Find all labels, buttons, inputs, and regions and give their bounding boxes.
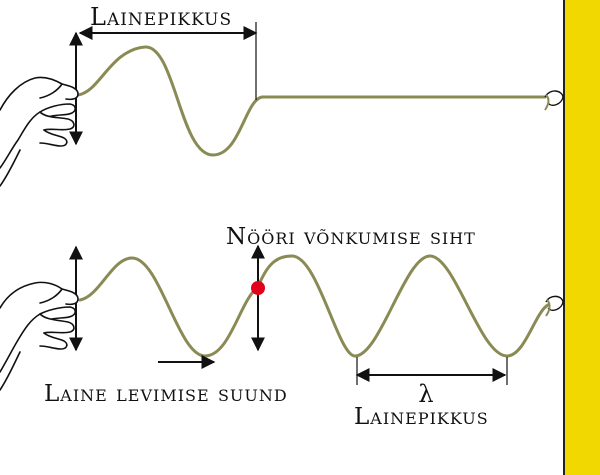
top-wave-pulse: [76, 45, 547, 157]
propagation-label: Laine levimise suund: [44, 381, 288, 407]
hand-icon: [0, 76, 79, 187]
hand-icon: [0, 281, 79, 391]
bottom-wall-ring: [545, 295, 564, 311]
bottom-wave: [78, 254, 550, 358]
bottom-string: [78, 254, 564, 358]
wavelength-symbol: λ: [418, 380, 433, 408]
string-oscillation-label: Nööri võnkumise siht: [226, 224, 476, 250]
wall: [563, 0, 600, 475]
top-wall-ring: [544, 90, 564, 106]
wall-icon: [564, 0, 600, 475]
red-dot-icon: [251, 281, 265, 295]
wavelength-label-bottom: Lainepikkus: [354, 404, 489, 430]
bottom-string-knot: [545, 299, 551, 317]
top-string: [76, 45, 564, 157]
wavelength-label-top: Lainepikkus: [90, 3, 232, 31]
top-string-knot: [544, 94, 550, 111]
